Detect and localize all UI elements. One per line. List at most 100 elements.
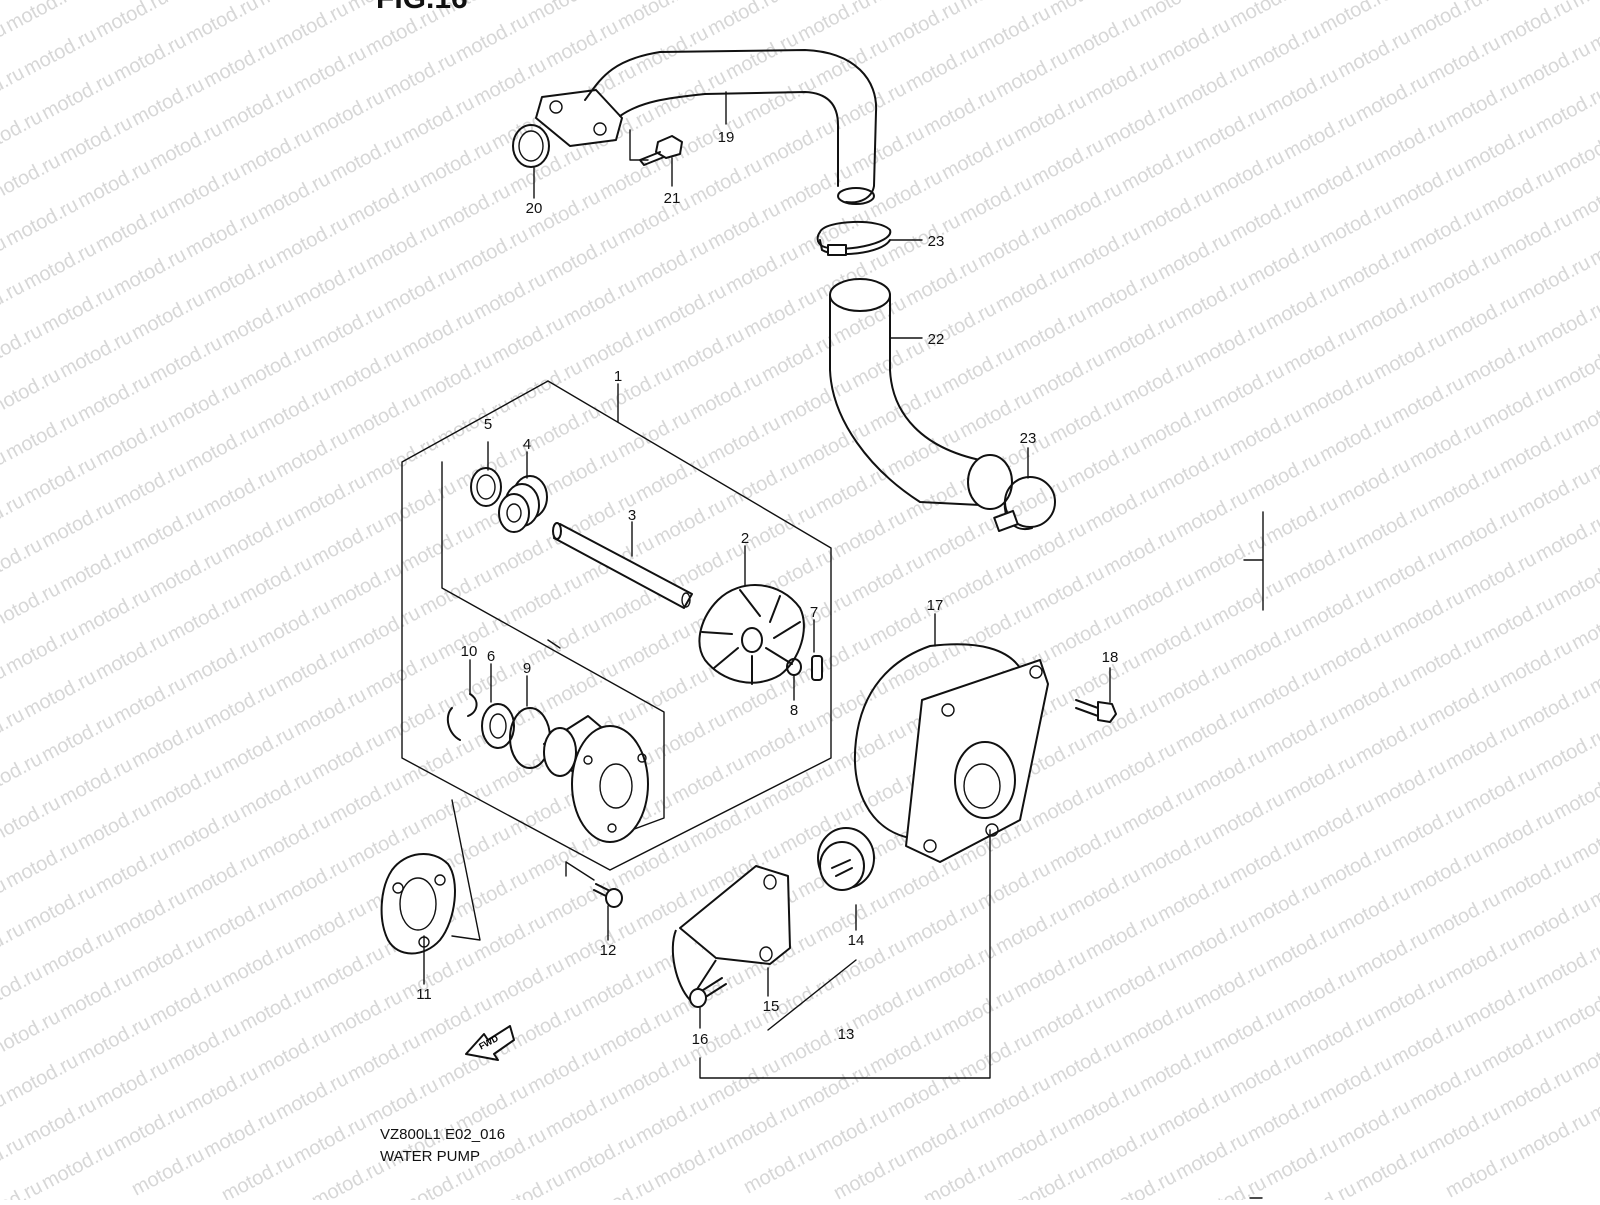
- model-code: VZ800L1 E02_016: [380, 1126, 505, 1143]
- callout-11: 11: [416, 986, 432, 1003]
- watermark-text: motod.ru: [128, 1144, 208, 1200]
- watermark-text: motod.ru: [1442, 718, 1522, 774]
- watermark-text: motod.ru: [308, 300, 388, 356]
- watermark-text: motod.ru: [1136, 826, 1216, 882]
- callout-17: 17: [927, 597, 944, 614]
- part-7-pin: [812, 656, 822, 680]
- watermark-text: motod.ru: [0, 364, 64, 420]
- watermark-text: motod.ru: [1316, 624, 1396, 680]
- watermark-text: motod.ru: [956, 600, 1036, 656]
- watermark-text: motod.ru: [470, 54, 550, 110]
- watermark-text: motod.ru: [1406, 416, 1486, 472]
- watermark-text: motod.ru: [1190, 102, 1270, 158]
- watermark-text: motod.ru: [1424, 1102, 1504, 1158]
- watermark-text: motod.ru: [0, 748, 46, 804]
- watermark-text: motod.ru: [758, 116, 838, 172]
- watermark-text: motod.ru: [1172, 486, 1252, 542]
- watermark-text: motod.ru: [812, 1104, 892, 1160]
- watermark-text: motod.ru: [974, 2, 1054, 58]
- watermark-text: motod.ru: [1010, 304, 1090, 360]
- watermark-text: motod.ru: [1280, 108, 1360, 164]
- watermark-text: motod.ru: [92, 414, 172, 470]
- watermark-text: motod.ru: [1442, 76, 1522, 132]
- watermark-text: motod.ru: [128, 716, 208, 772]
- watermark-text: motod.ru: [0, 1132, 28, 1188]
- watermark-text: motod.ru: [632, 664, 712, 720]
- watermark-text: motod.ru: [308, 514, 388, 570]
- watermark-text: motod.ru: [1316, 1052, 1396, 1108]
- watermark-text: motod.ru: [92, 628, 172, 684]
- watermark-text: motod.ru: [1172, 58, 1252, 114]
- watermark-text: motod.ru: [1100, 524, 1180, 580]
- watermark-text: motod.ru: [704, 0, 784, 40]
- watermark-text: motod.ru: [74, 584, 154, 640]
- watermark-text: motod.ru: [1064, 436, 1144, 492]
- watermark-text: motod.ru: [1262, 278, 1342, 334]
- watermark-text: motod.ru: [1334, 882, 1414, 938]
- watermark-text: motod.ru: [92, 1056, 172, 1112]
- watermark-text: motod.ru: [1478, 1020, 1558, 1076]
- watermark-text: motod.ru: [956, 1028, 1036, 1084]
- watermark-text: motod.ru: [1550, 768, 1600, 824]
- watermark-text: motod.ru: [632, 1092, 712, 1148]
- watermark-text: motod.ru: [614, 0, 694, 34]
- watermark-text: motod.ru: [938, 342, 1018, 398]
- watermark-text: motod.ru: [1190, 1172, 1270, 1200]
- watermark-text: motod.ru: [776, 1016, 856, 1072]
- callout-1: 1: [614, 368, 622, 385]
- watermark-text: motod.ru: [344, 174, 424, 230]
- watermark-text: motod.ru: [0, 704, 28, 760]
- watermark-text: motod.ru: [182, 206, 262, 262]
- watermark-text: motod.ru: [830, 506, 910, 562]
- watermark-text: motod.ru: [1262, 64, 1342, 120]
- watermark-text: motod.ru: [1568, 384, 1600, 440]
- watermark-text: motod.ru: [110, 30, 190, 86]
- watermark-text: motod.ru: [1298, 1008, 1378, 1064]
- watermark-text: motod.ru: [1028, 776, 1108, 832]
- watermark-text: motod.ru: [1136, 1040, 1216, 1096]
- watermark-text: motod.ru: [1082, 52, 1162, 108]
- watermark-text: motod.ru: [74, 156, 154, 212]
- watermark-text: motod.ru: [200, 36, 280, 92]
- watermark-text: motod.ru: [1532, 296, 1600, 352]
- watermark-text: motod.ru: [398, 306, 478, 362]
- watermark-text: motod.ru: [1532, 510, 1600, 566]
- callout-2: 2: [741, 530, 749, 547]
- watermark-text: motod.ru: [830, 720, 910, 776]
- watermark-text: motod.ru: [380, 48, 460, 104]
- watermark-text: motod.ru: [308, 86, 388, 142]
- watermark-text: motod.ru: [272, 212, 352, 268]
- watermark-text: motod.ru: [128, 502, 208, 558]
- callout-10: 10: [461, 643, 478, 660]
- watermark-text: motod.ru: [1532, 724, 1600, 780]
- watermark-text: motod.ru: [1208, 360, 1288, 416]
- watermark-text: motod.ru: [272, 426, 352, 482]
- watermark-text: motod.ru: [1226, 832, 1306, 888]
- watermark-text: motod.ru: [830, 1148, 910, 1200]
- watermark-text: motod.ru: [38, 282, 118, 338]
- watermark-text: motod.ru: [1568, 1026, 1600, 1082]
- watermark-text: motod.ru: [0, 1006, 64, 1062]
- watermark-text: motod.ru: [488, 1168, 568, 1200]
- watermark-text: motod.ru: [1136, 398, 1216, 454]
- watermark-text: motod.ru: [1010, 946, 1090, 1002]
- watermark-text: motod.ru: [1316, 838, 1396, 894]
- watermark-text: motod.ru: [1190, 744, 1270, 800]
- watermark-text: motod.ru: [1064, 8, 1144, 64]
- watermark-text: motod.ru: [1190, 958, 1270, 1014]
- watermark-text: motod.ru: [1136, 612, 1216, 668]
- watermark-text: motod.ru: [0, 792, 64, 848]
- watermark-text: motod.ru: [1424, 32, 1504, 88]
- watermark-text: motod.ru: [1334, 1096, 1414, 1152]
- watermark-text: motod.ru: [1334, 240, 1414, 296]
- watermark-text: motod.ru: [326, 558, 406, 614]
- watermark-text: motod.ru: [1388, 158, 1468, 214]
- watermark-text: motod.ru: [884, 1066, 964, 1122]
- watermark-text: motod.ru: [1028, 990, 1108, 1046]
- watermark-text: motod.ru: [272, 1068, 352, 1124]
- watermark-text: motod.ru: [1118, 354, 1198, 410]
- watermark-text: motod.ru: [560, 274, 640, 330]
- watermark-text: motod.ru: [1460, 120, 1540, 176]
